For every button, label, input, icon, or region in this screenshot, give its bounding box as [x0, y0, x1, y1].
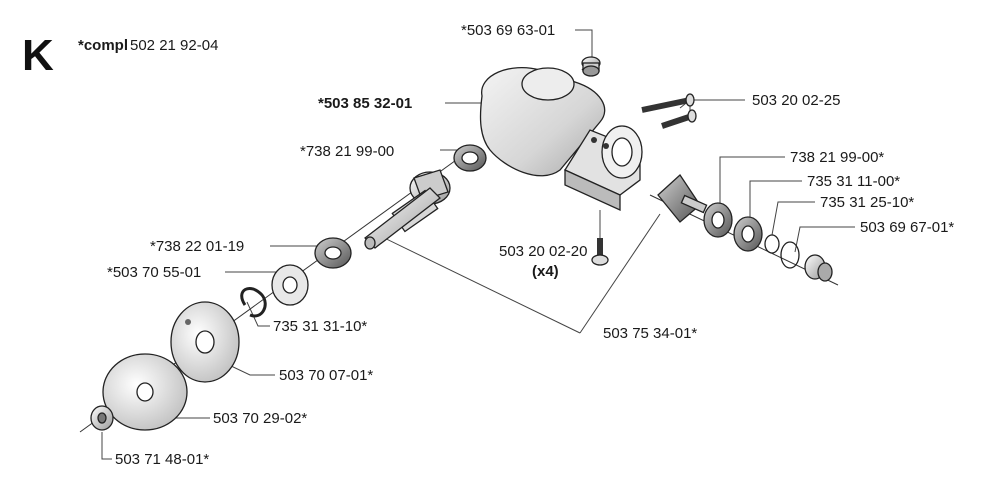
label-503-69-63-01: *503 69 63-01: [461, 22, 555, 39]
support-cup[interactable]: [102, 353, 188, 431]
label-503-70-29-02: 503 70 29-02*: [213, 410, 307, 427]
gear-housing[interactable]: [479, 66, 643, 212]
label-738-22-01-19: *738 22 01-19: [150, 238, 244, 255]
label-738-21-99-00-left: *738 21 99-00: [300, 143, 394, 160]
label-quantity-x4: (x4): [532, 263, 559, 280]
label-503-75-34-01: 503 75 34-01*: [603, 325, 697, 342]
shaft-seal[interactable]: [314, 237, 352, 269]
label-735-31-25-10: 735 31 25-10*: [820, 194, 914, 211]
label-503-70-07-01: 503 70 07-01*: [279, 367, 373, 384]
label-735-31-31-10: 735 31 31-10*: [273, 318, 367, 335]
label-503-20-02-20: 503 20 02-20: [499, 243, 587, 260]
circlip[interactable]: [240, 287, 267, 318]
label-503-69-67-01: 503 69 67-01*: [860, 219, 954, 236]
label-735-31-11-00: 735 31 11-00*: [807, 173, 900, 190]
label-503-20-02-25: 503 20 02-25: [752, 92, 840, 109]
label-503-85-32-01: *503 85 32-01: [318, 95, 412, 112]
bevel-gear[interactable]: [657, 174, 708, 223]
retaining-ring-a[interactable]: [764, 234, 780, 254]
screw-bottom[interactable]: [591, 238, 609, 266]
label-503-70-55-01: *503 70 55-01: [107, 264, 201, 281]
bearing-right-b[interactable]: [733, 216, 763, 252]
bearing-right-a[interactable]: [703, 202, 733, 238]
compl-number: 502 21 92-04: [130, 37, 218, 54]
screw-top[interactable]: [581, 56, 601, 77]
bearing-upper-left[interactable]: [453, 144, 487, 172]
shaft[interactable]: [364, 187, 441, 250]
lock-nut[interactable]: [90, 405, 114, 431]
drive-disc[interactable]: [170, 301, 240, 383]
section-letter: K: [22, 31, 54, 80]
compl-prefix: *compl: [78, 37, 128, 54]
label-738-21-99-00-right: 738 21 99-00*: [790, 149, 884, 166]
retaining-ring-b[interactable]: [780, 241, 800, 269]
end-cap[interactable]: [804, 254, 833, 282]
label-503-71-48-01: 503 71 48-01*: [115, 451, 209, 468]
washer[interactable]: [271, 264, 309, 306]
screws-long[interactable]: [641, 93, 697, 129]
